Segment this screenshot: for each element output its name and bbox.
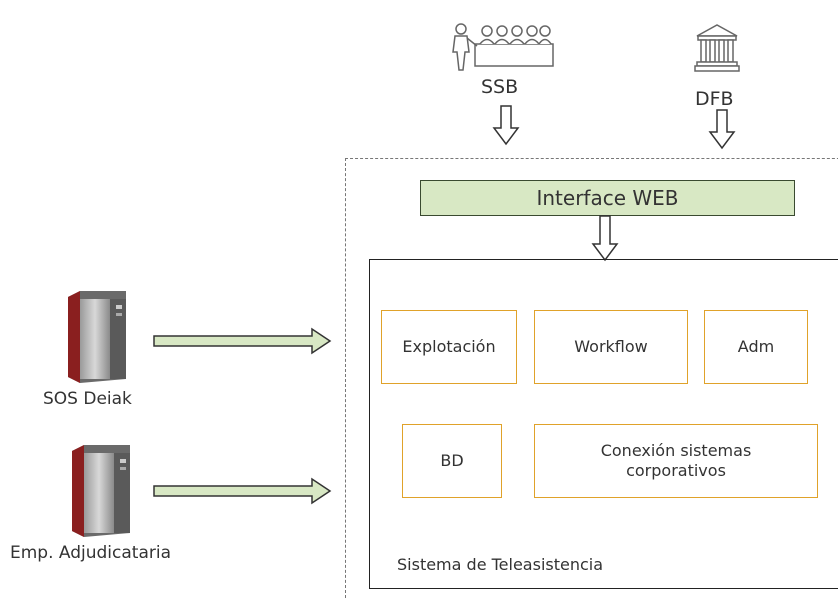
- dfb-down-arrow: [708, 109, 736, 150]
- module-explotacion: Explotación: [381, 310, 517, 384]
- interface-down-arrow: [591, 215, 619, 262]
- module-conexion-sistemas: Conexión sistemas corporativos: [534, 424, 818, 498]
- system-boundary: [345, 158, 838, 598]
- dfb-label: DFB: [695, 88, 734, 110]
- meeting-people-icon: [452, 23, 554, 71]
- server-label-sos-deiak: SOS Deiak: [43, 389, 132, 409]
- system-label: Sistema de Teleasistencia: [397, 555, 604, 574]
- ssb-label: SSB: [481, 76, 519, 98]
- server-tower-icon: [68, 291, 126, 383]
- emp-adjudicataria-right-arrow: [153, 477, 332, 505]
- module-workflow: Workflow: [534, 310, 688, 384]
- interface-web-box: Interface WEB: [420, 180, 795, 216]
- government-building-icon: [694, 24, 740, 72]
- module-bd: BD: [402, 424, 502, 498]
- ssb-down-arrow: [492, 105, 520, 146]
- sos-deiak-right-arrow: [153, 327, 332, 355]
- server-tower-icon: [72, 445, 130, 537]
- server-label-emp-adjudicataria: Emp. Adjudicataria: [10, 543, 172, 563]
- teleasistencia-system: Explotación Workflow Adm BD Conexión sis…: [369, 259, 838, 589]
- interface-web-label: Interface WEB: [536, 186, 679, 210]
- module-adm: Adm: [704, 310, 808, 384]
